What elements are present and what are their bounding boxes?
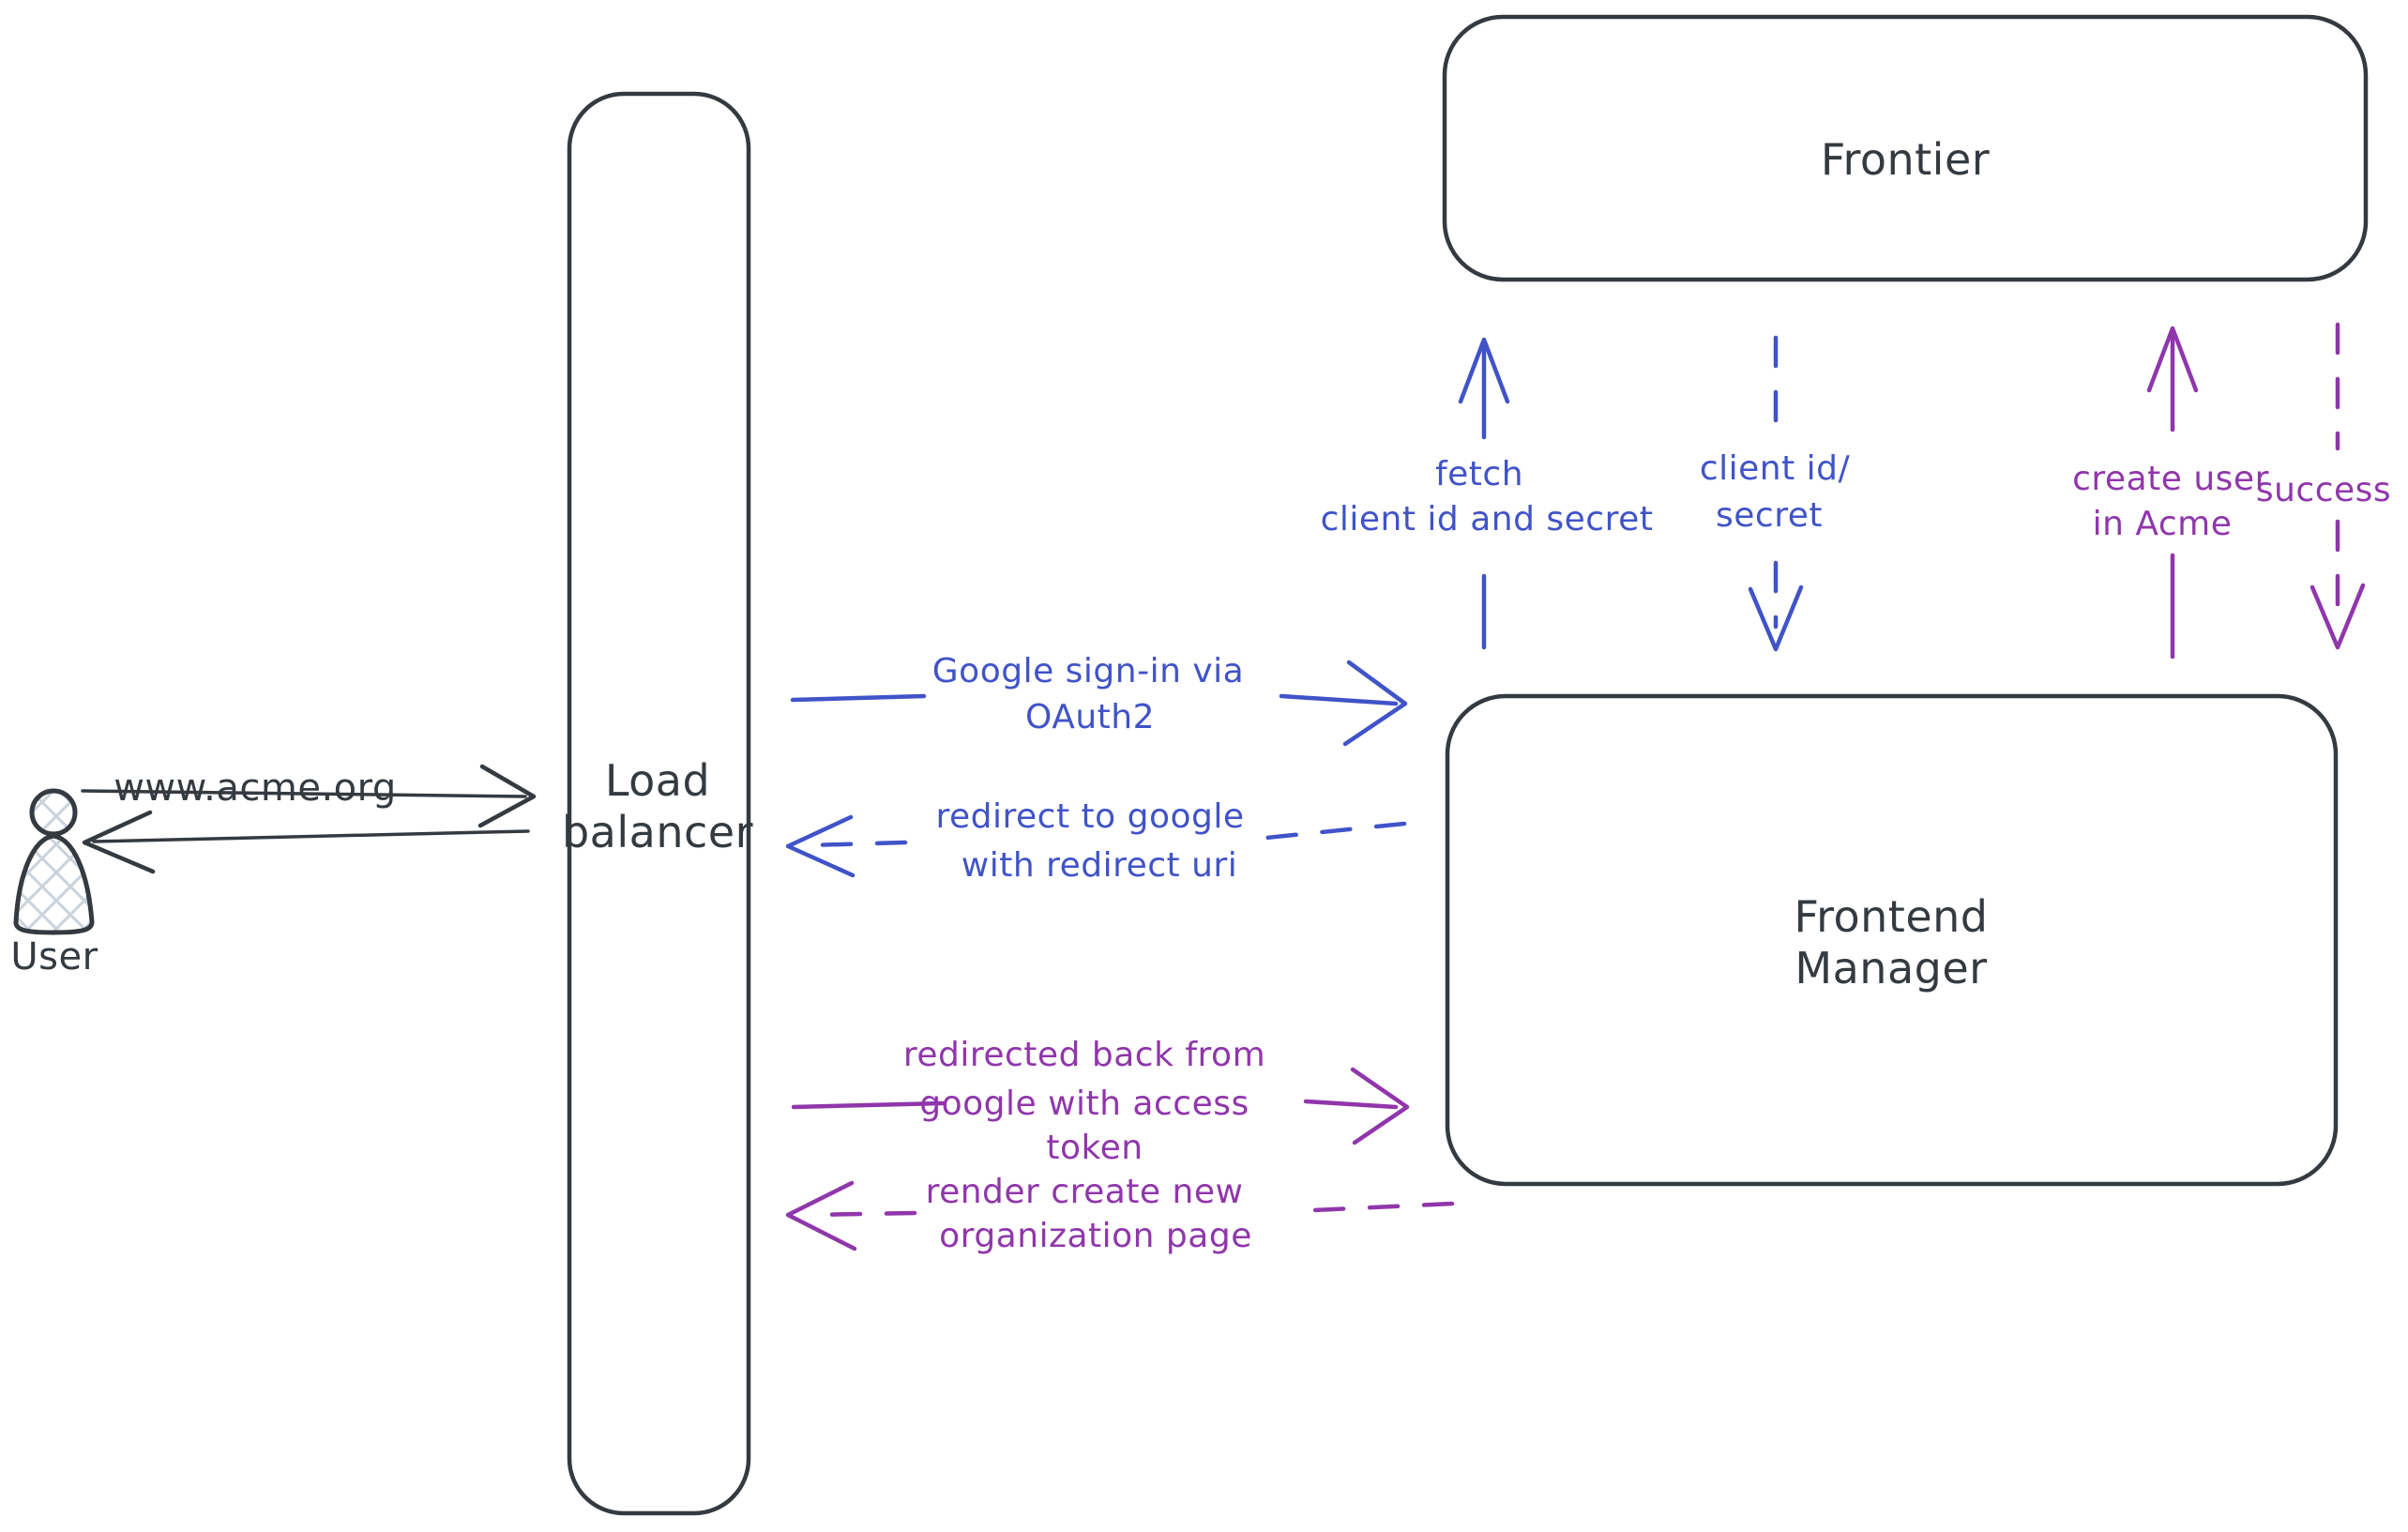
redirected-back-label-line2: google with access <box>919 1085 1249 1123</box>
edge-render-page: render create new organization page <box>785 1173 1455 1255</box>
google-signin-label-line2: OAuth2 <box>1025 698 1155 736</box>
success-label: success <box>2256 471 2391 509</box>
client-id-secret-arrowhead <box>1748 584 1804 652</box>
frontier-label: Frontier <box>1821 134 1990 185</box>
redirect-google-label-line1: redirect to google <box>935 797 1244 836</box>
load-balancer-label-line2: balancer <box>562 807 753 857</box>
acme-request-label: www.acme.org <box>114 766 397 810</box>
edge-redirected-back: redirected back from google with access … <box>791 1036 1410 1167</box>
fetch-secret-arrowhead <box>1458 337 1510 404</box>
google-signin-line-right <box>1279 693 1399 706</box>
edge-fetch-secret: fetch client id and secret <box>1321 337 1654 650</box>
frontend-manager-box <box>1445 693 2339 1187</box>
redirect-google-arrowhead <box>785 814 856 878</box>
success-arrowhead <box>2310 583 2366 650</box>
redirected-back-line-right <box>1303 1099 1399 1110</box>
google-signin-arrowhead <box>1342 660 1408 747</box>
redirected-back-arrowhead <box>1350 1067 1410 1145</box>
create-user-label-line1: create user <box>2072 460 2269 498</box>
render-page-arrowhead <box>785 1180 857 1251</box>
user-body <box>13 833 95 935</box>
create-user-arrowhead <box>2146 326 2199 393</box>
user-head <box>29 788 78 837</box>
frontend-manager-label-line2: Manager <box>1795 943 1987 994</box>
acme-response-arrowhead <box>82 810 156 874</box>
edge-google-signin: Google sign-in via OAuth2 <box>790 652 1408 747</box>
frontier-box <box>1442 14 2369 282</box>
redirected-back-line-left <box>791 1100 946 1110</box>
fetch-secret-label-line1: fetch <box>1435 455 1523 493</box>
redirected-back-label-line1: redirected back from <box>903 1036 1265 1074</box>
frontend-manager-label-line1: Frontend <box>1794 891 1988 942</box>
redirect-google-label-line2: with redirect uri <box>962 846 1237 885</box>
client-id-secret-label-line2: secret <box>1716 496 1823 535</box>
frontend-manager-node: Frontend Manager <box>1445 693 2339 1187</box>
redirect-google-line-right <box>1264 821 1407 841</box>
render-page-line-left <box>808 1210 917 1218</box>
edge-success: success <box>2256 322 2391 650</box>
acme-response-line <box>92 829 530 843</box>
user-label: User <box>10 935 98 978</box>
edge-client-id-secret: client id/ secret <box>1700 335 1851 652</box>
fetch-secret-label-line2: client id and secret <box>1321 500 1654 538</box>
acme-request-line <box>81 789 527 798</box>
edge-create-user: create user in Acme <box>2072 326 2269 660</box>
redirected-back-label-line3: token <box>1046 1129 1143 1167</box>
edge-redirect-google: redirect to google with redirect uri <box>785 797 1407 885</box>
acme-request-arrowhead <box>477 764 537 828</box>
redirect-google-line-left <box>806 840 908 848</box>
load-balancer-label-line1: Load <box>605 755 710 806</box>
google-signin-line-left <box>790 693 927 703</box>
edge-acme-response <box>82 810 530 874</box>
edge-acme-request: www.acme.org <box>81 764 537 828</box>
frontier-node: Frontier <box>1442 14 2369 282</box>
user-node: User <box>10 788 98 978</box>
client-id-secret-label-line1: client id/ <box>1700 449 1851 488</box>
load-balancer-box <box>567 91 751 1516</box>
google-signin-label-line1: Google sign-in via <box>932 652 1244 690</box>
render-page-label-line2: organization page <box>939 1217 1252 1255</box>
render-page-label-line1: render create new <box>926 1173 1244 1211</box>
load-balancer-node: Load balancer <box>562 91 753 1516</box>
render-page-line-right <box>1310 1201 1455 1213</box>
create-user-label-line2: in Acme <box>2093 505 2233 543</box>
